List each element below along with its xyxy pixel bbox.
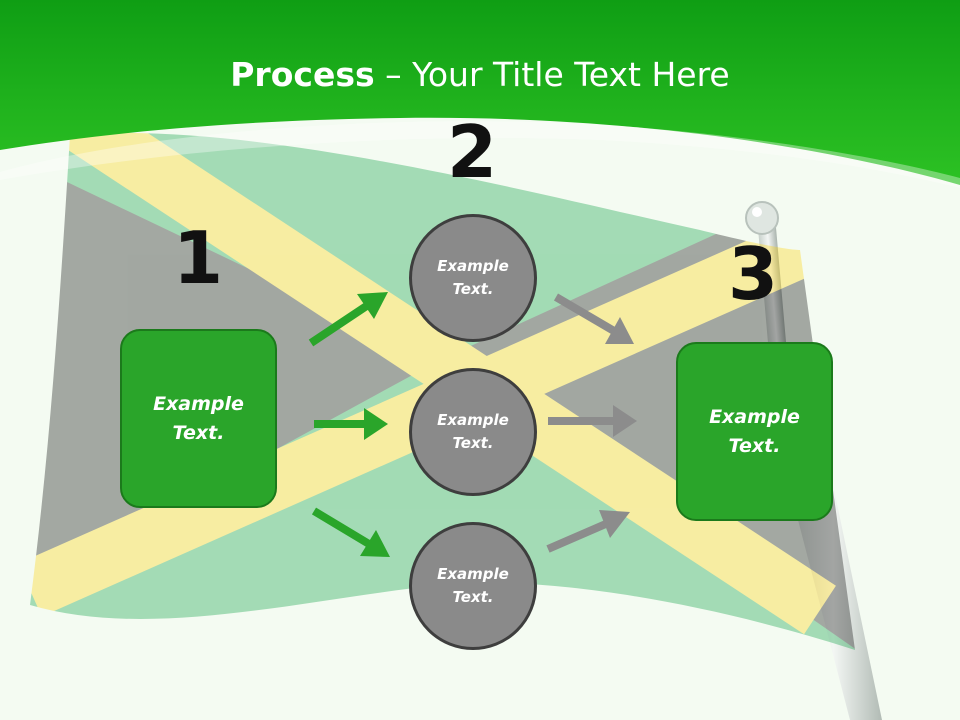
arrow-to-circle-3 (311, 507, 390, 557)
header-swoosh (0, 121, 960, 188)
step-number-1: 1 (172, 216, 224, 300)
arrow-from-circle-1 (553, 293, 634, 344)
arrow-from-circle-2 (548, 405, 637, 437)
circle-1: Example Text. (409, 214, 537, 342)
arrow-to-circle-2 (314, 408, 388, 440)
step-1-box: Example Text. (120, 329, 277, 508)
step-3-text: Example Text. (709, 405, 800, 457)
step-1-text: Example Text. (153, 392, 244, 444)
step-number-2: 2 (446, 110, 498, 194)
arrow-to-circle-1 (308, 292, 388, 347)
circle-1-text: Example Text. (437, 257, 509, 298)
step-number-3: 3 (727, 232, 779, 316)
circle-3-text: Example Text. (437, 565, 509, 606)
circle-2: Example Text. (409, 368, 537, 496)
step-3-box: Example Text. (676, 342, 833, 521)
title-rest: – Your Title Text Here (374, 55, 730, 94)
circle-2-text: Example Text. (437, 411, 509, 452)
arrow-from-circle-3 (546, 510, 630, 553)
header-band (0, 0, 960, 185)
slide-title: Process – Your Title Text Here (0, 52, 960, 98)
circle-3: Example Text. (409, 522, 537, 650)
title-bold: Process (230, 55, 375, 94)
